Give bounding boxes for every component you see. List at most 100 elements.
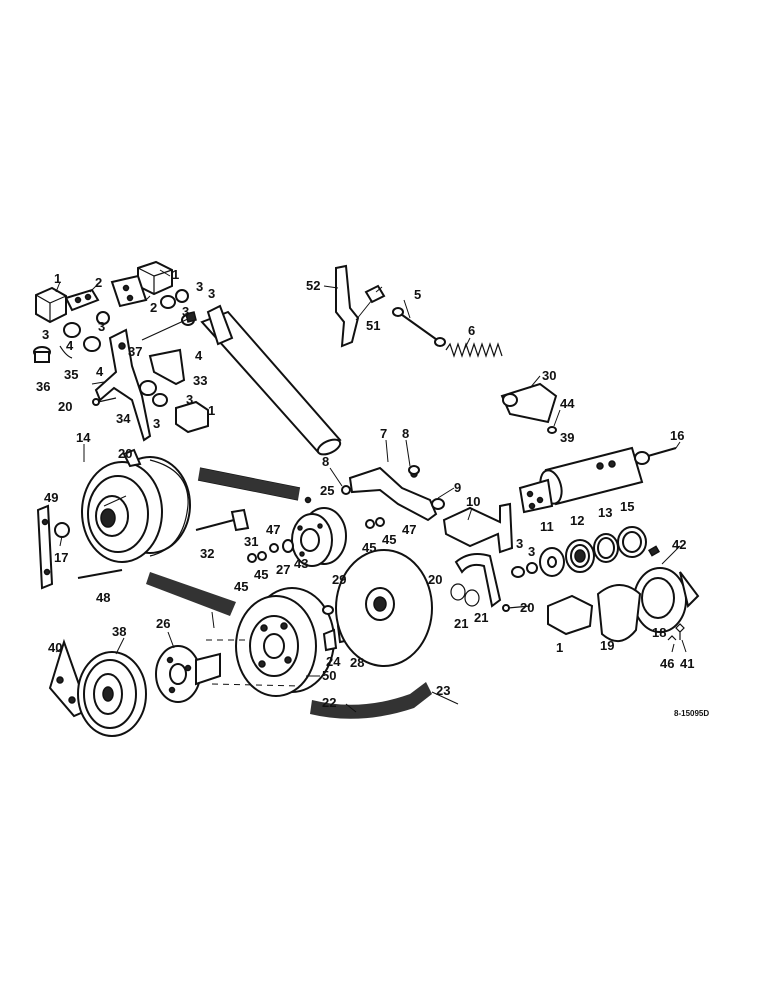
leader-lines [55,269,687,713]
callout-4: 4 [96,364,104,379]
callout-1: 1 [54,271,61,286]
callout-18: 18 [652,625,666,640]
clutch-pulley-14 [81,456,191,563]
pin-25 [304,496,312,504]
bellcrank-7 [348,465,438,522]
callout-12: 12 [570,513,584,528]
callout-23: 23 [436,683,450,698]
chain-23 [310,682,432,719]
fork-arm [454,553,502,608]
callout-25: 25 [320,483,334,498]
callout-30: 30 [542,368,556,383]
callout-45: 45 [362,540,376,555]
callout-6: 6 [468,323,475,338]
callout-3: 3 [182,304,189,319]
lever-52 [335,264,360,348]
callout-1: 1 [172,267,179,282]
callout-34: 34 [116,411,131,426]
plate-49 [36,504,54,590]
callout-46: 46 [660,656,674,671]
callout-43: 43 [294,556,308,571]
housing-18 [633,567,700,633]
bearing-12 [565,539,595,573]
callout-3: 3 [186,392,193,407]
callout-38: 38 [112,624,126,639]
bearing-block-1-lower [547,594,594,636]
callout-1: 1 [208,403,215,418]
callout-50: 50 [322,668,336,683]
callout-3: 3 [528,544,535,559]
pin-20-upper [92,397,117,406]
callout-labels: 1 2 1 2 3 3 3 3 3 4 4 4 37 36 35 33 20 3… [36,267,709,718]
pin-20-lower [502,604,531,612]
washer-11 [539,547,565,577]
callout-27: 27 [276,562,290,577]
callout-7: 7 [380,426,387,441]
bearing-block-1-mid [175,400,209,434]
bolt-16 [634,447,677,465]
sprocket-drum-50 [235,587,335,697]
callout-8: 8 [402,426,409,441]
callout-37: 37 [128,344,142,359]
spring-6 [445,342,503,358]
chain-upper [197,467,301,501]
drawing-number: 8-15095D [674,709,709,718]
callout-41: 41 [680,656,694,671]
rod-48 [77,569,123,579]
callout-14: 14 [76,430,91,445]
callout-52: 52 [306,278,320,293]
rod-5 [392,307,446,347]
callout-45: 45 [254,567,268,582]
fitting-41 [675,623,685,640]
callout-2: 2 [95,275,102,290]
callout-32: 32 [200,546,214,561]
disc-28 [335,549,433,667]
dashed-centerlines [206,639,301,687]
callout-47: 47 [402,522,416,537]
callout-5: 5 [414,287,421,302]
rings-3 [511,562,538,578]
callout-8: 8 [322,454,329,469]
callout-31: 31 [244,534,258,549]
washer-44 [547,426,557,434]
callout-24: 24 [326,654,341,669]
callout-3: 3 [153,416,160,431]
arm-10 [442,502,514,554]
callout-3: 3 [42,327,49,342]
callout-17: 17 [54,550,68,565]
callout-28: 28 [350,655,364,670]
callout-22: 22 [322,695,336,710]
callout-45: 45 [234,579,248,594]
tube-shaft [200,304,342,456]
callout-16: 16 [670,428,684,443]
callout-11: 11 [540,519,554,534]
callout-44: 44 [560,396,575,411]
eye-9 [431,498,445,510]
callout-40: 40 [48,640,62,655]
ring-13 [593,533,619,563]
callout-3: 3 [98,319,105,334]
bracket-30 [500,382,558,424]
washer-8 [341,485,351,495]
callout-21: 21 [474,610,488,625]
callout-47: 47 [266,522,280,537]
callout-39: 39 [560,430,574,445]
bushings [63,289,195,407]
callout-21: 21 [454,616,468,631]
washers-21 [450,583,480,607]
bracket-2 [64,288,100,312]
cotter-pin-35 [59,345,73,359]
callout-42: 42 [672,537,686,552]
callout-20: 20 [58,399,72,414]
fitting-36 [33,346,51,363]
pin-20-pulley [122,448,142,468]
callout-2: 2 [150,300,157,315]
sprocket-29 [291,507,347,567]
callout-29: 29 [332,572,346,587]
chain-lower [146,572,236,616]
callout-4: 4 [66,338,74,353]
hub-26 [155,645,221,703]
cup-15 [617,526,647,558]
bearing-block-1 [35,286,67,324]
